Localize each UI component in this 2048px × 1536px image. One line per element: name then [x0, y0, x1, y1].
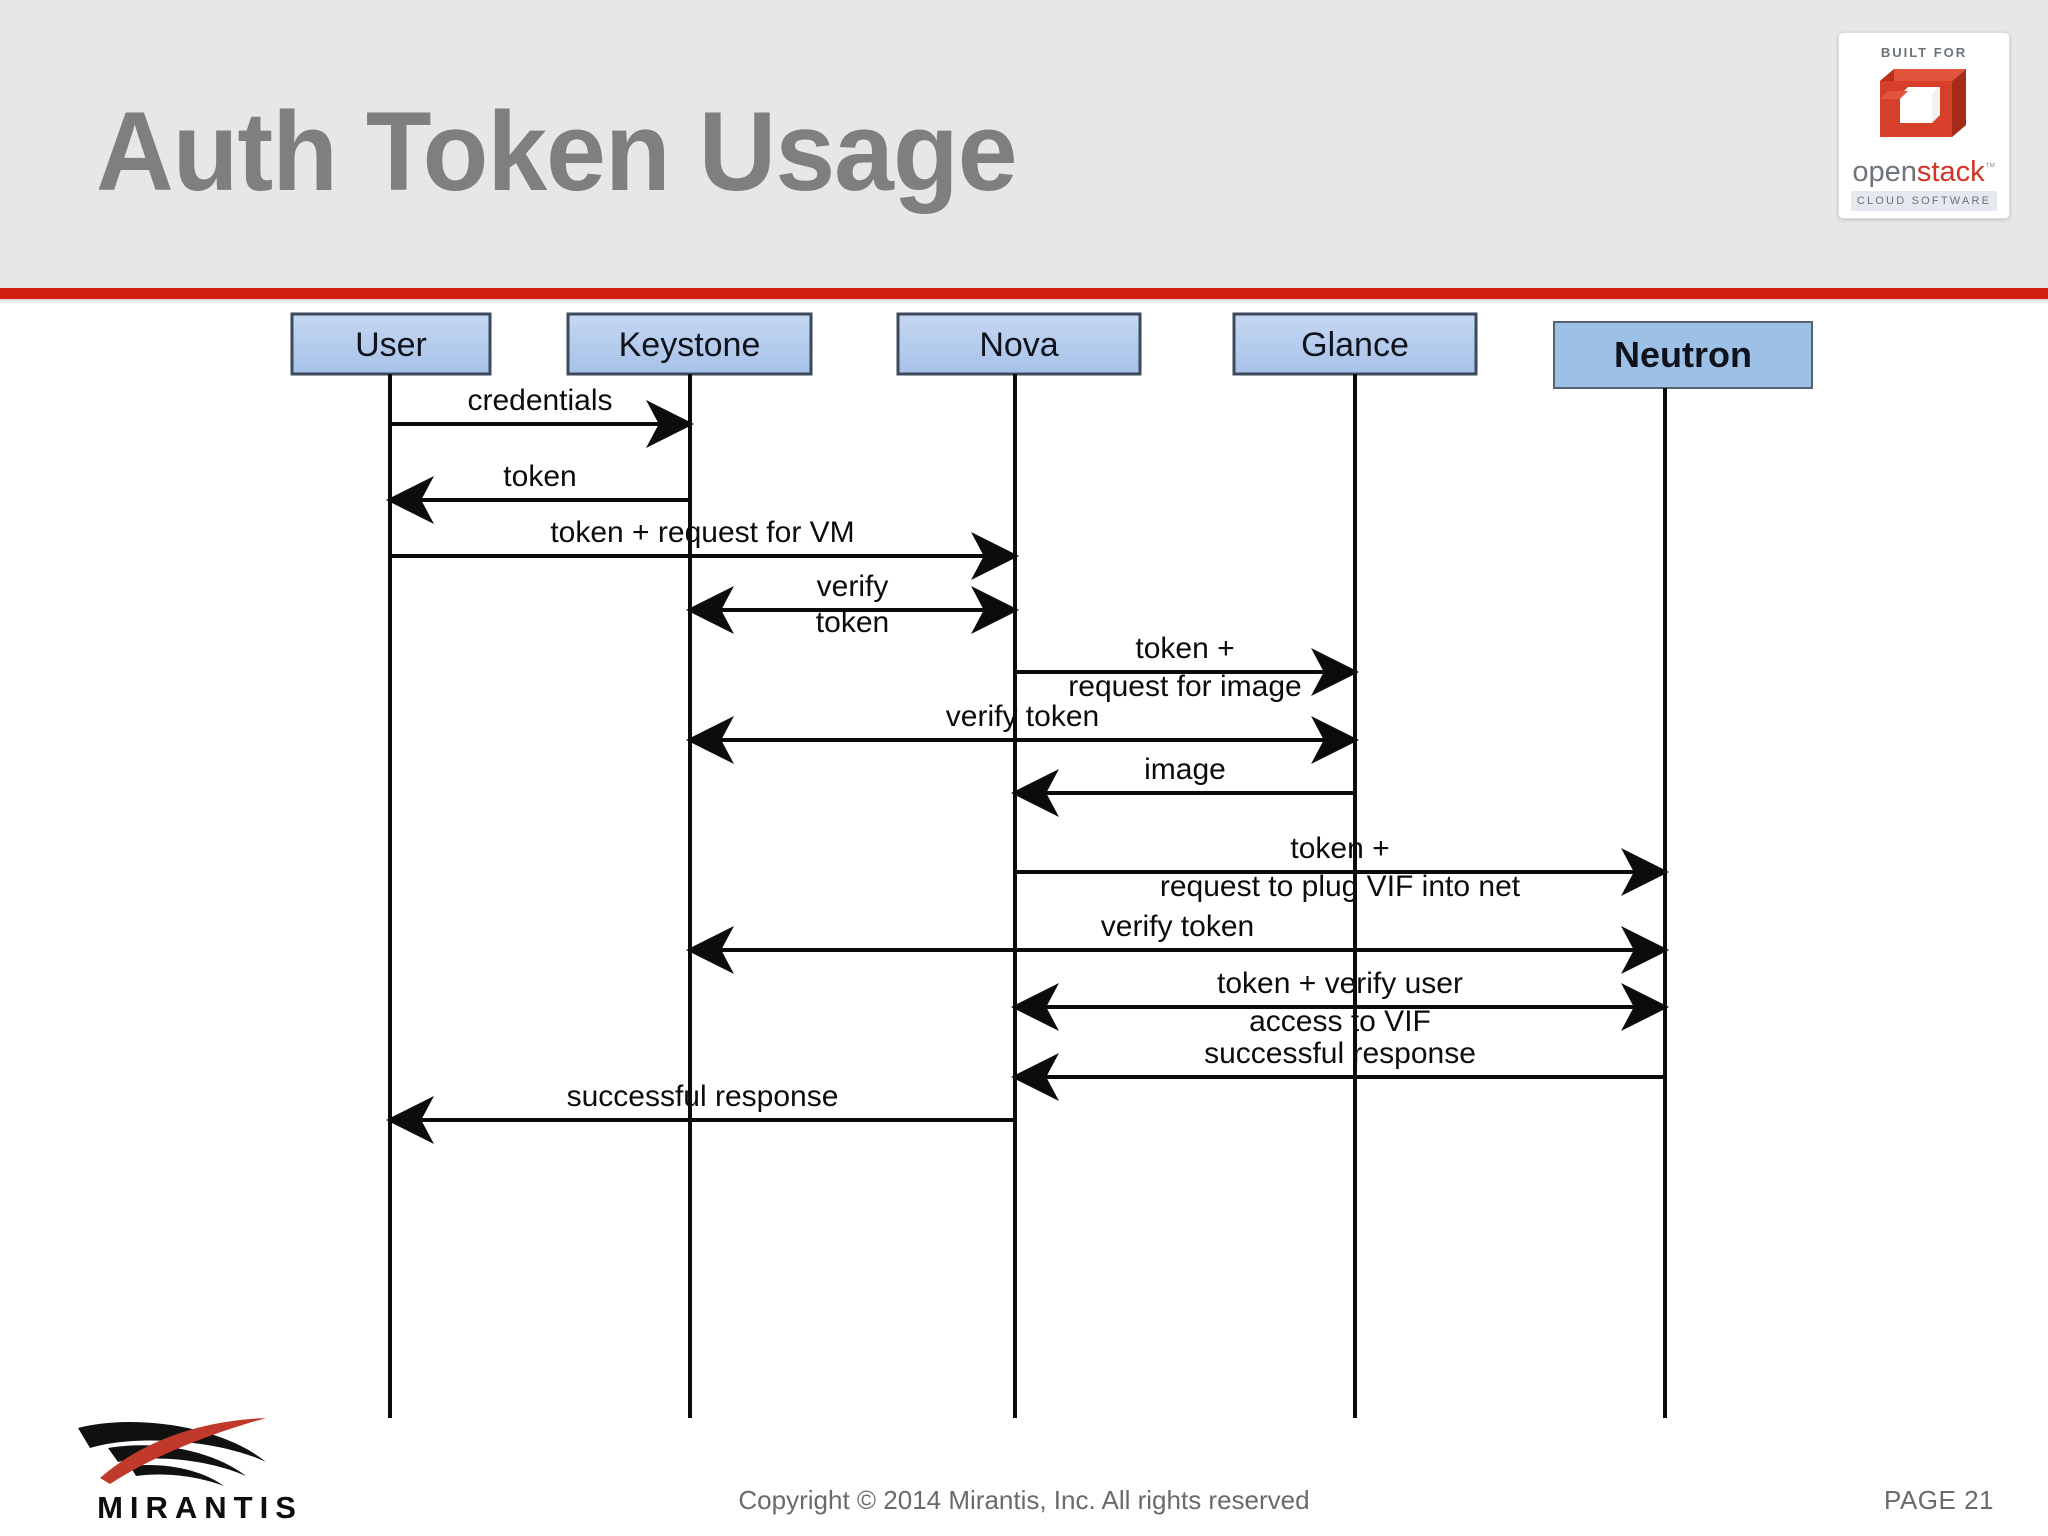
message-label-8: image	[1144, 753, 1226, 786]
message-label-3: verify	[817, 570, 889, 603]
message-label-9: token +	[1290, 832, 1389, 865]
participant-boxes: User Keystone Nova Glance Neutron	[290, 312, 1813, 389]
participant-label-keystone: Keystone	[619, 326, 761, 364]
message-label-7: verify token	[946, 700, 1099, 733]
participant-box-keystone	[566, 312, 813, 376]
participant-label-neutron: Neutron	[1614, 334, 1752, 375]
openstack-word-stack: stack	[1916, 156, 1985, 188]
message-label-13: access to VIF	[1249, 1005, 1431, 1038]
trademark-symbol: ™	[1984, 161, 1996, 174]
message-label-1: token	[503, 460, 576, 493]
header-accent-rule	[0, 288, 2048, 299]
copyright-text: Copyright © 2014 Mirantis, Inc. All righ…	[738, 1485, 1310, 1515]
badge-cloud-software-label: CLOUD SOFTWARE	[1851, 191, 1997, 211]
participant-label-user: User	[355, 326, 427, 364]
sequence-diagram-canvas: User Keystone Nova Glance Neutron credential…	[290, 312, 1813, 1418]
openstack-cube-icon	[1880, 69, 1966, 137]
participant-box-neutron	[1553, 321, 1813, 389]
message-label-6: request for image	[1068, 670, 1301, 703]
message-label-2: token + request for VM	[550, 516, 854, 549]
message-label-15: successful response	[567, 1080, 839, 1113]
page-number: PAGE 21	[1884, 1485, 1994, 1515]
message-label-10: request to plug VIF into net	[1160, 870, 1521, 903]
participant-label-glance: Glance	[1301, 326, 1409, 364]
lifelines	[388, 374, 1667, 1418]
message-label-12: token + verify user	[1217, 967, 1463, 1000]
message-label-11: verify token	[1101, 910, 1254, 943]
message-label-4: token	[816, 606, 889, 639]
message-label-5: token +	[1135, 632, 1234, 665]
participant-label-nova: Nova	[979, 326, 1058, 364]
participant-box-glance	[1232, 312, 1478, 376]
openstack-wordmark: openstack™	[1839, 158, 2009, 187]
slide-header	[0, 0, 2048, 288]
messages: credentials token token + request for VM ve…	[386, 384, 1669, 1144]
mirantis-wordmark: MIRANTIS	[97, 1490, 303, 1525]
message-label-14: successful response	[1204, 1037, 1476, 1070]
sequence-diagram: User Keystone Nova Glance Neutron credential…	[0, 300, 2048, 1450]
participant-box-nova	[896, 312, 1142, 376]
message-label-0: credentials	[467, 384, 612, 417]
mirantis-logo: MIRANTIS	[70, 1418, 330, 1528]
openstack-word-open: open	[1852, 156, 1917, 188]
badge-built-for-label: BUILT FOR	[1880, 45, 1968, 60]
participant-box-user	[290, 312, 492, 376]
mirantis-swoosh-icon	[78, 1418, 266, 1486]
openstack-built-for-badge: BUILT FOR openstack™ CLOUD SOFTWARE	[1838, 32, 2010, 219]
header-rule-shadow	[0, 299, 2048, 304]
page-title: Auth Token Usage	[96, 89, 1018, 214]
